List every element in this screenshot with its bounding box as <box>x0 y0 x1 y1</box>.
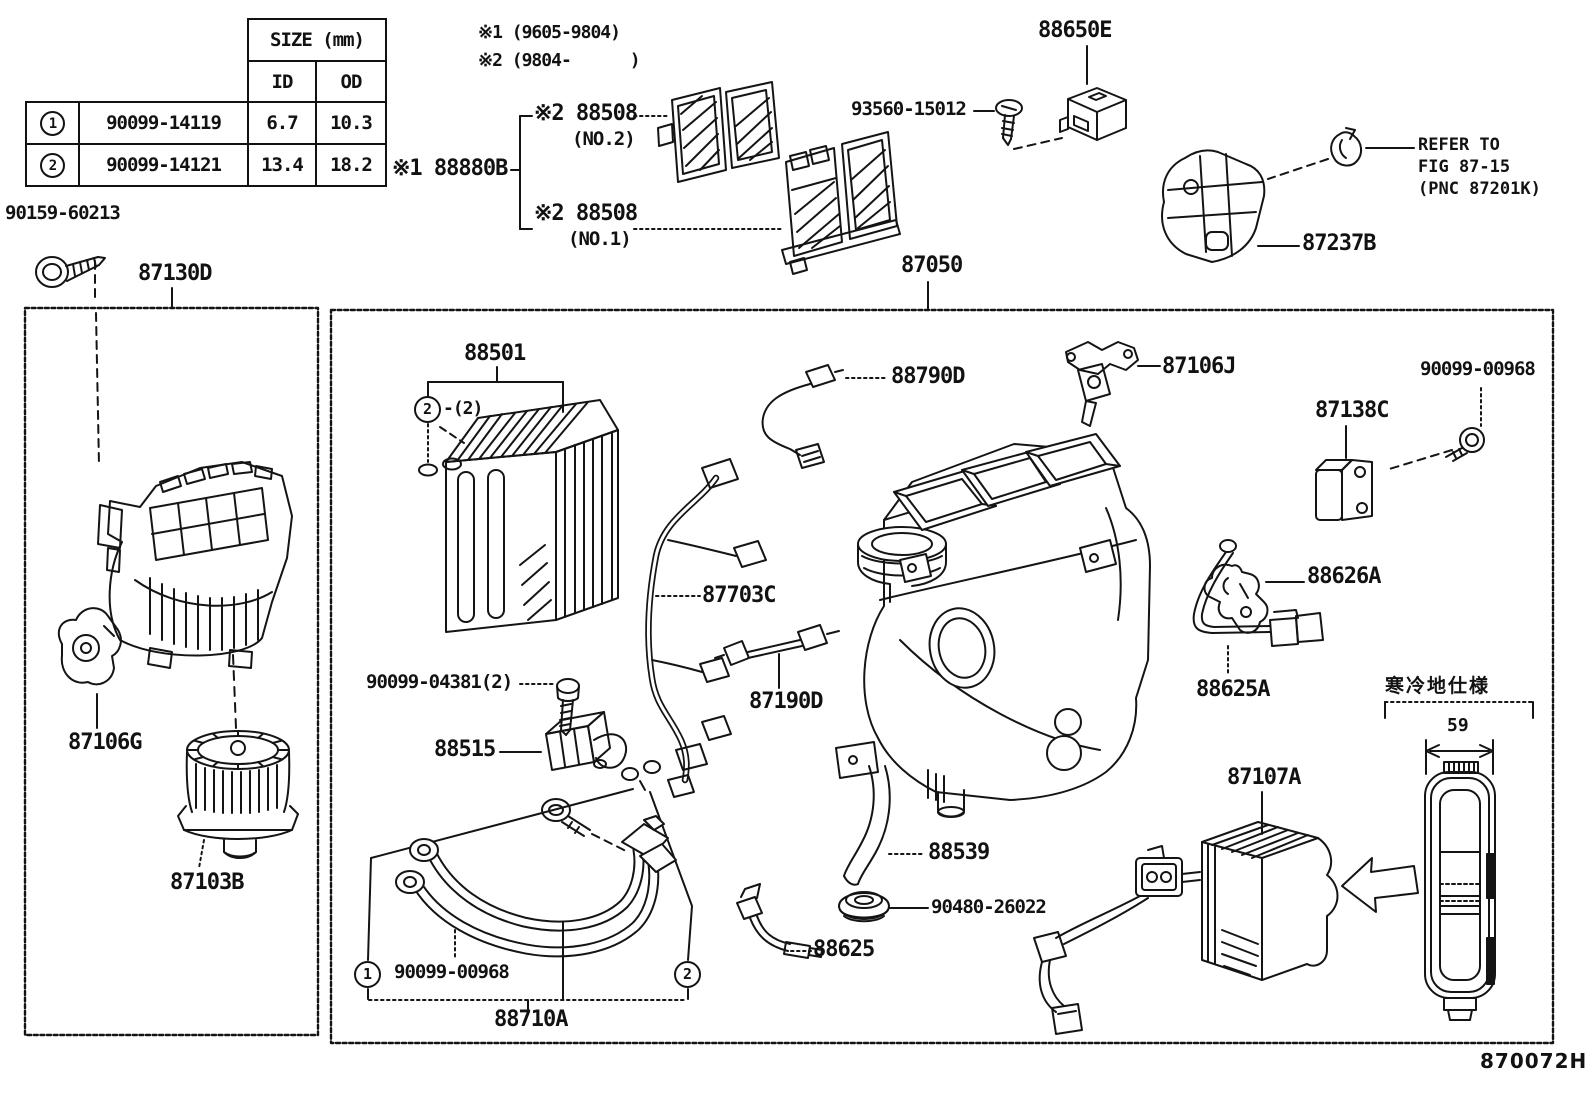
part-label-90159-60213: 90159-60213 <box>5 202 121 224</box>
resistor-wiring-drawing <box>1033 845 1201 1035</box>
table-part-number: 90099-14119 <box>78 101 249 145</box>
size-table-header: SIZE (mm) <box>247 18 387 62</box>
part-label-87138c: 87138C <box>1315 398 1389 423</box>
size-table-col-id: ID <box>247 60 317 103</box>
part-label-93560-15012: 93560-15012 <box>851 98 967 120</box>
part-label-87703c: 87703C <box>702 583 776 608</box>
part-label-88880b: ※1 88880B <box>392 156 508 181</box>
part-label-87130d: 87130D <box>138 261 212 286</box>
part-label-88501-qty: -(2) <box>443 398 483 419</box>
screw-93560-drawing <box>995 99 1063 150</box>
hvac-unit-drawing <box>835 433 1151 818</box>
note-range-2: ※2 (9804- ) <box>478 50 641 71</box>
part-label-88508-no1: ※2 88508 <box>534 201 638 226</box>
wire-87190d-drawing <box>714 624 840 666</box>
part-label-88501: 88501 <box>464 341 526 366</box>
part-label-87103b: 87103B <box>170 870 244 895</box>
part-label-87106j: 87106J <box>1162 354 1236 379</box>
drawing-number: 870072H <box>1480 1049 1588 1073</box>
part-label-88508-no2-sub: (NO.2) <box>572 128 636 150</box>
screw-90159-drawing <box>35 256 106 466</box>
bracket-88626a-drawing <box>1203 563 1269 634</box>
filter-no2-drawing <box>657 81 780 183</box>
servo-87106g-drawing <box>57 607 122 729</box>
grommet-90480-drawing <box>838 891 890 923</box>
part-label-90480-26022: 90480-26022 <box>931 896 1047 918</box>
heater-core-drawing <box>1201 821 1339 981</box>
table-id-value: 13.4 <box>247 143 317 187</box>
size-table-col-od: OD <box>315 60 387 103</box>
part-label-87237b: 87237B <box>1302 231 1376 256</box>
wire-88625a-drawing <box>1192 539 1324 647</box>
part-label-88625: 88625 <box>813 937 875 962</box>
cold-region-spec-label: 寒冷地仕様 <box>1385 675 1491 697</box>
blower-motor-drawing <box>177 654 299 869</box>
filter-no1-drawing <box>781 131 901 275</box>
bolt-90099-04381-drawing <box>556 678 580 736</box>
part-label-90099-04381: 90099-04381(2) <box>366 671 513 693</box>
refer-note-line1: REFER TO <box>1418 135 1500 155</box>
part-label-87190d: 87190D <box>749 689 823 714</box>
part-label-88650e: 88650E <box>1038 18 1112 43</box>
refer-note-line3: (PNC 87201K) <box>1418 179 1541 199</box>
table-id-value: 6.7 <box>247 101 317 145</box>
part-label-87107a: 87107A <box>1227 765 1301 790</box>
part-label-88508-no1-sub: (NO.1) <box>568 228 632 250</box>
arrow-left-icon <box>1341 857 1419 913</box>
callout-number-2-icon: 2 <box>674 961 701 988</box>
cold-region-filter-drawing <box>1384 701 1534 1021</box>
ref-number-1-icon: 1 <box>40 110 65 136</box>
blower-sub-assembly-box <box>23 306 320 1037</box>
part-label-88626a: 88626A <box>1307 564 1381 589</box>
servo-87106j-drawing <box>1065 341 1139 427</box>
part-label-88515: 88515 <box>434 737 496 762</box>
part-label-88625a: 88625A <box>1196 677 1270 702</box>
blower-case-drawing <box>97 461 293 669</box>
evaporator-drawing <box>445 399 619 633</box>
leader-lines <box>171 45 1415 1010</box>
pipes-88710a-drawing <box>367 760 693 961</box>
ref-number-2-icon: 2 <box>40 152 65 178</box>
part-label-87050: 87050 <box>901 253 963 278</box>
dimension-59-label: 59 <box>1447 715 1469 736</box>
clip-drawing <box>1267 127 1362 180</box>
part-label-88710a: 88710A <box>494 1007 568 1032</box>
table-od-value: 10.3 <box>315 101 387 145</box>
refer-note-line2: FIG 87-15 <box>1418 157 1511 177</box>
table-od-value: 18.2 <box>315 143 387 187</box>
table-row: 1 90099-14119 6.7 10.3 <box>25 101 387 145</box>
hose-88539-drawing <box>843 765 891 886</box>
wire-88625-drawing <box>736 883 823 959</box>
size-table: SIZE (mm) ID OD 1 90099-14119 6.7 10.3 2… <box>25 18 387 187</box>
note-range-1: ※1 (9605-9804) <box>478 22 621 43</box>
callout-number-2-icon: 2 <box>414 396 441 423</box>
bracket-87237b-drawing <box>1161 149 1266 263</box>
harness-87703c-drawing <box>645 458 767 798</box>
part-label-90099-00968-upper: 90099-00968 <box>1420 358 1536 380</box>
part-label-88508-no2: ※2 88508 <box>534 101 638 126</box>
part-label-88539: 88539 <box>928 840 990 865</box>
callout-number-1-icon: 1 <box>354 961 381 988</box>
damper-87138c-drawing <box>1315 459 1373 521</box>
part-label-88790d: 88790D <box>891 364 965 389</box>
evaporator-orings-drawing <box>418 423 465 477</box>
heater-assembly-box <box>329 308 1555 1045</box>
screw-90099-upper-drawing <box>1385 387 1485 471</box>
thermistor-88790d-drawing <box>761 364 844 469</box>
table-part-number: 90099-14121 <box>78 143 249 187</box>
part-label-87106g: 87106G <box>68 730 142 755</box>
valve-88515-drawing <box>545 711 627 771</box>
part-label-90099-00968-lower: 90099-00968 <box>394 961 510 983</box>
table-row: 2 90099-14121 13.4 18.2 <box>25 143 387 187</box>
amplifier-88650e-drawing <box>1059 87 1127 141</box>
